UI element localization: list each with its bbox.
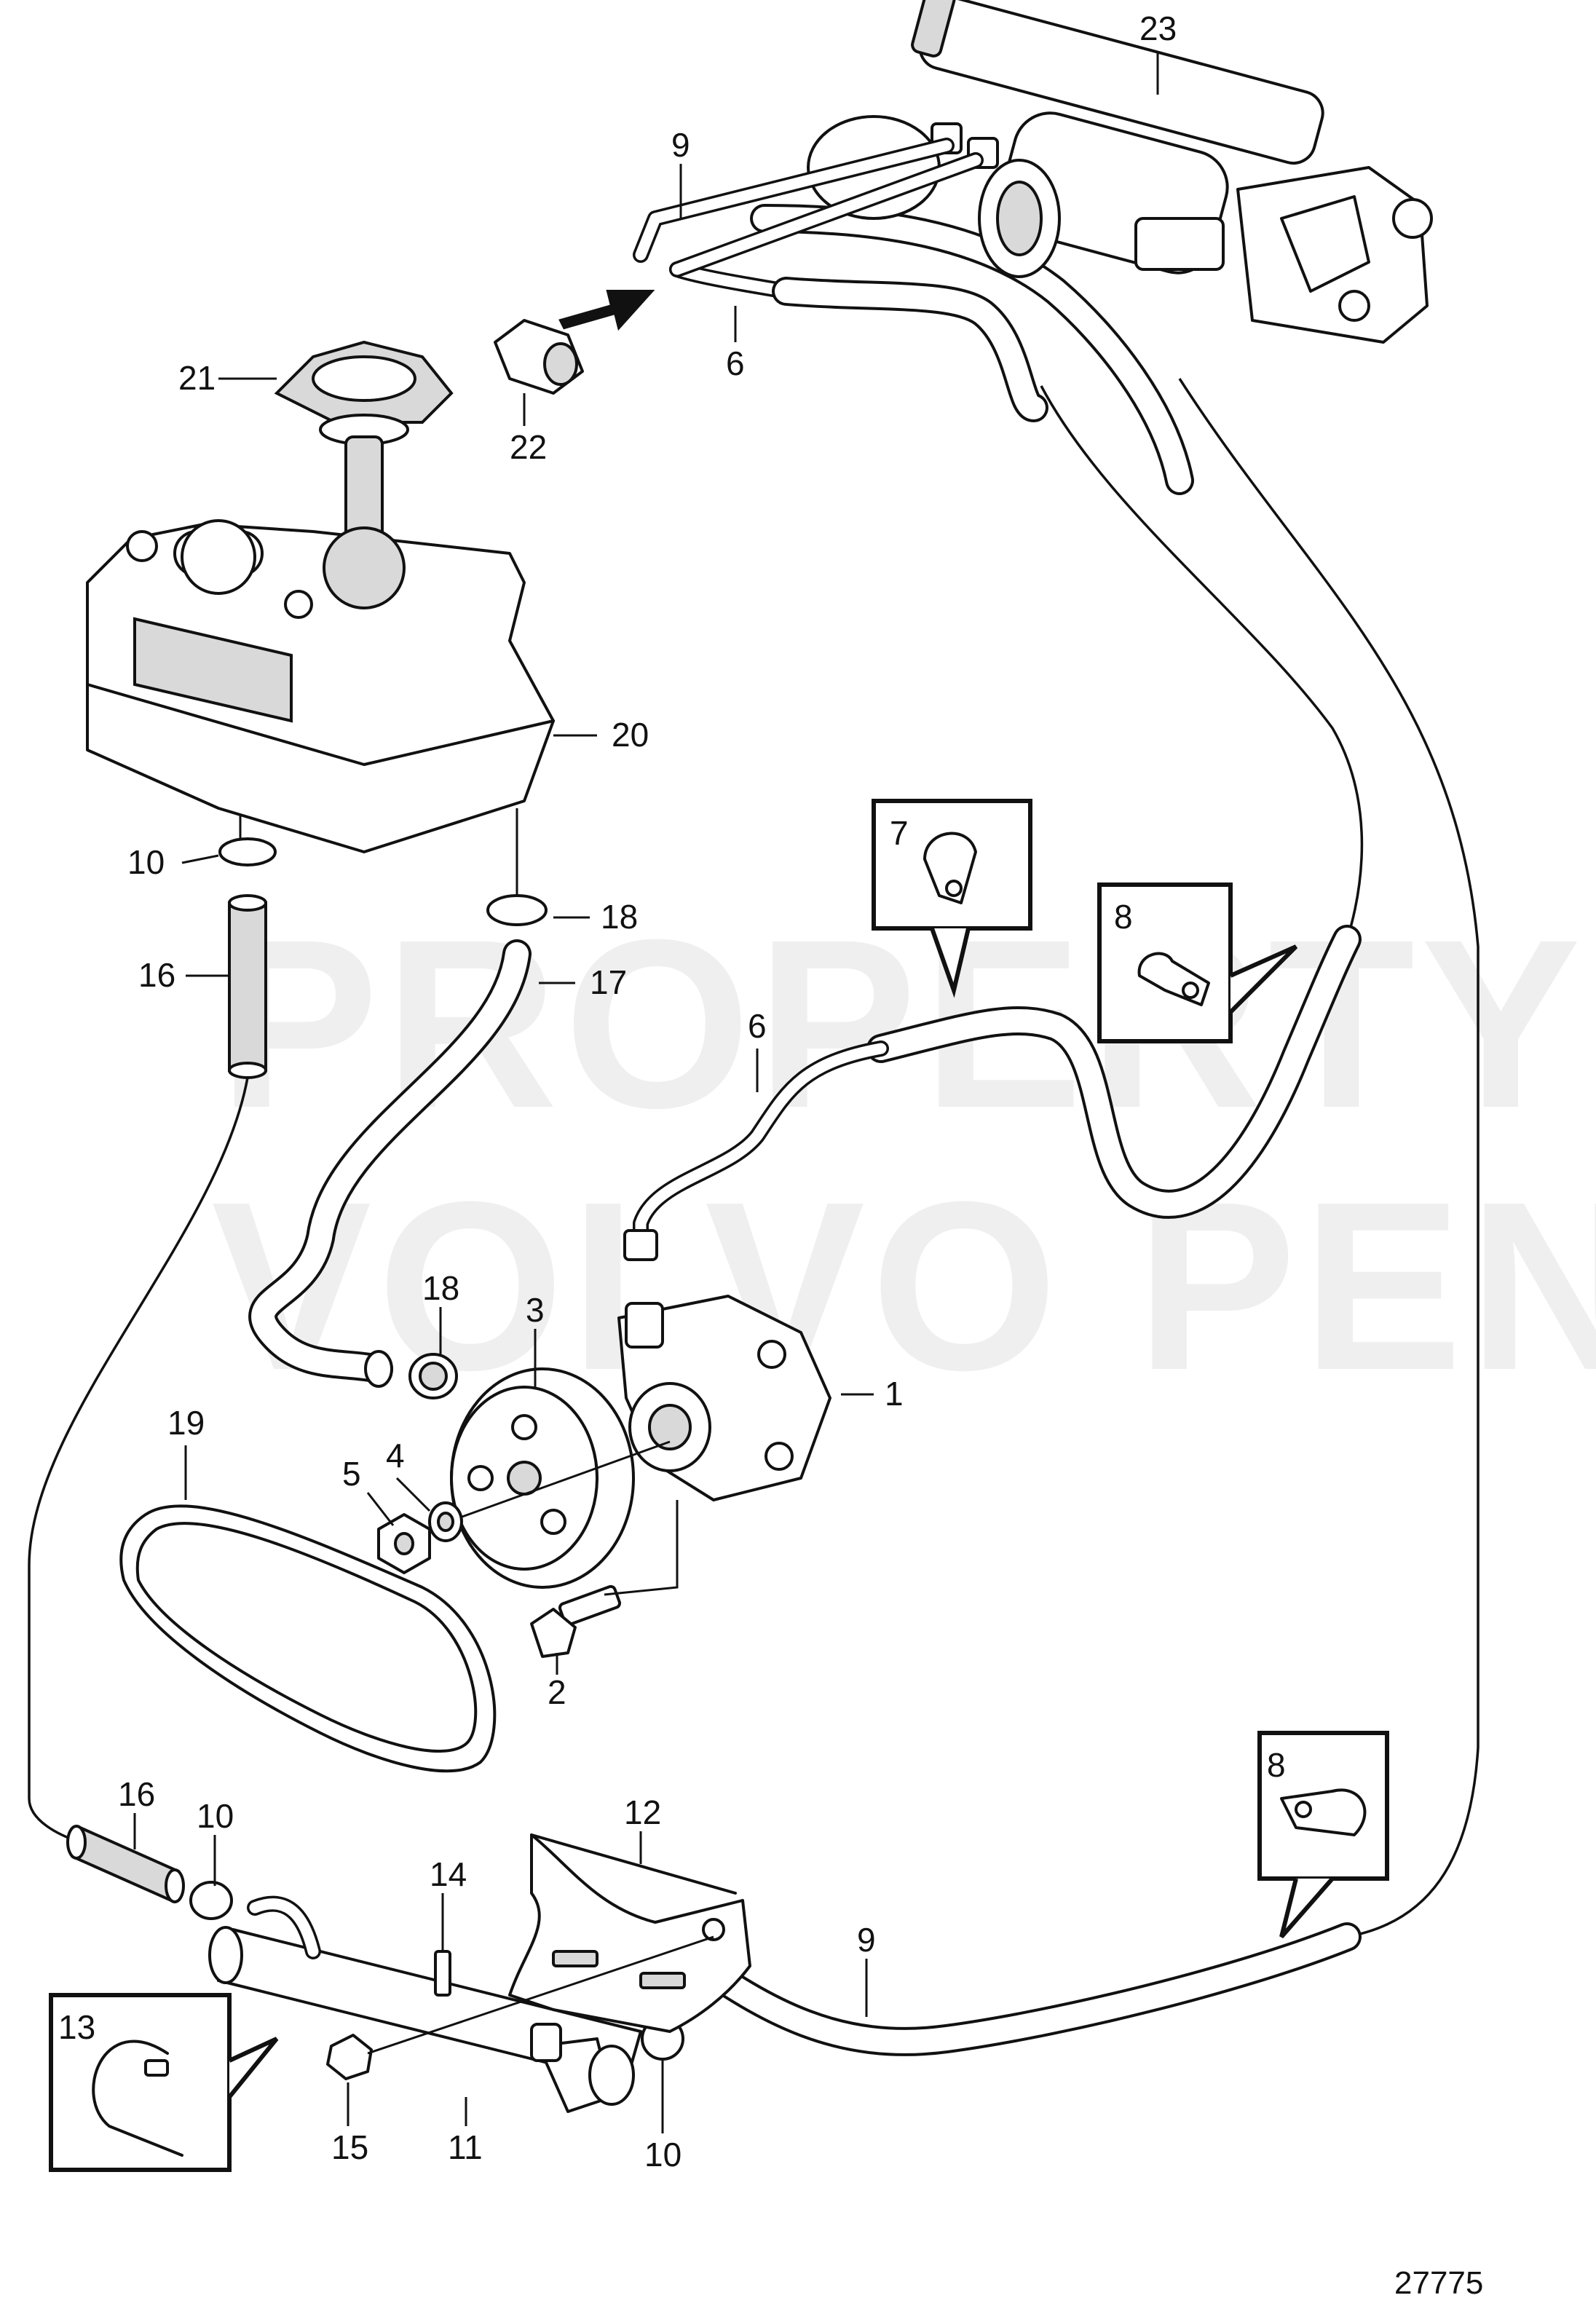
label-5: 5 — [342, 1455, 361, 1493]
document-number: 27775 — [1394, 2265, 1483, 2301]
label-11: 11 — [448, 2128, 483, 2166]
pressure-hose-6 — [623, 261, 1362, 1261]
label-16-b: 16 — [118, 1775, 155, 1813]
nut-5 — [377, 1513, 431, 1574]
pipe-9-top — [633, 138, 984, 277]
label-10-c: 10 — [644, 2136, 682, 2173]
label-21: 21 — [178, 359, 216, 397]
coupling-nut-22 — [494, 319, 584, 395]
callout-numbers: 23 9 21 22 6 20 10 18 16 17 7 8 6 18 3 1… — [58, 9, 1286, 2173]
label-17: 17 — [590, 963, 627, 1001]
steering-cylinder-23 — [807, 0, 1433, 344]
label-7: 7 — [890, 814, 909, 852]
screw-14 — [434, 1893, 451, 1997]
drive-belt-19 — [119, 1504, 497, 1773]
label-14: 14 — [430, 1855, 467, 1893]
washer-4 — [428, 1501, 463, 1542]
bolt-15 — [326, 1935, 714, 2080]
label-23: 23 — [1139, 9, 1177, 47]
bracket-12 — [508, 1833, 751, 2033]
leader-lines — [133, 51, 1159, 2133]
label-6-top: 6 — [726, 344, 745, 382]
label-9-top: 9 — [671, 126, 690, 164]
direction-arrow — [558, 290, 655, 331]
label-15: 15 — [331, 2128, 368, 2166]
hose-17 — [248, 808, 548, 1399]
cooler-pipe-11 — [208, 1895, 684, 2113]
label-19: 19 — [167, 1404, 205, 1442]
watermark-line1: PROPERTY OF — [218, 889, 1596, 1158]
label-16-a: 16 — [138, 956, 175, 994]
label-1: 1 — [885, 1375, 904, 1413]
label-9-bottom: 9 — [857, 1921, 876, 1959]
watermark: PROPERTY OF VOLVO PENTA — [211, 889, 1596, 1420]
oil-reservoir-20 — [86, 519, 555, 853]
label-12: 12 — [624, 1793, 661, 1831]
label-2: 2 — [548, 1673, 566, 1711]
reservoir-cap-21 — [274, 340, 454, 540]
label-20: 20 — [612, 716, 649, 754]
label-18-b: 18 — [422, 1269, 459, 1307]
label-8-a: 8 — [1114, 898, 1133, 936]
pulley-3 — [450, 1367, 635, 1589]
callout-box-8-lower — [1257, 1731, 1389, 1938]
label-3: 3 — [526, 1291, 545, 1329]
label-18-a: 18 — [601, 898, 638, 936]
label-13: 13 — [58, 2008, 95, 2046]
callout-box-8-upper — [1097, 882, 1298, 1043]
label-6-mid: 6 — [748, 1007, 767, 1045]
label-10-b: 10 — [197, 1797, 234, 1835]
label-10-a: 10 — [127, 843, 165, 881]
hose-16-bottom — [66, 1825, 233, 1920]
label-4: 4 — [386, 1437, 405, 1474]
label-8-b: 8 — [1267, 1746, 1286, 1784]
bolt-2 — [530, 1500, 679, 1658]
callout-box-13 — [49, 1993, 279, 2172]
label-22: 22 — [510, 428, 547, 466]
return-hose-9 — [677, 204, 1480, 2056]
callout-box-7 — [872, 799, 1032, 998]
hose-16-top — [28, 816, 277, 1844]
